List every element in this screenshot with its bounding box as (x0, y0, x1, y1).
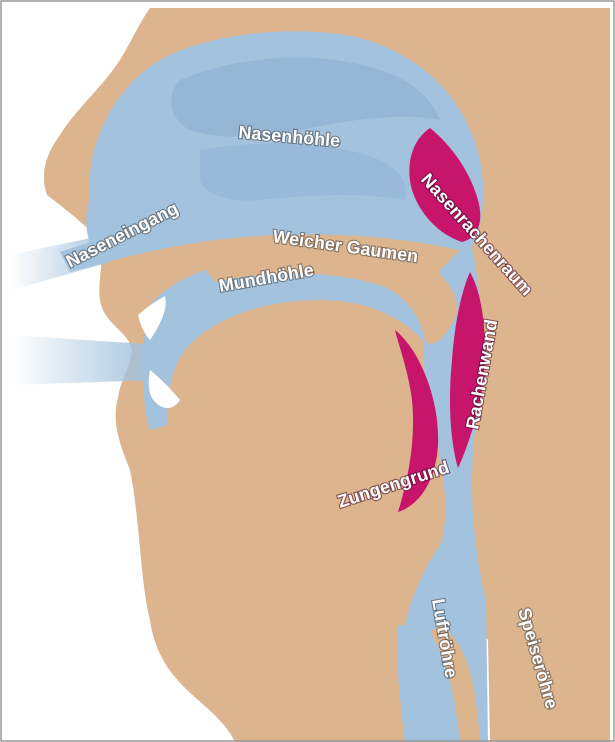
head-cross-section: Nasenhöhle Naseneingang Nasenrachenraum … (0, 0, 615, 742)
anatomy-diagram: Nasenhöhle Naseneingang Nasenrachenraum … (0, 0, 615, 742)
